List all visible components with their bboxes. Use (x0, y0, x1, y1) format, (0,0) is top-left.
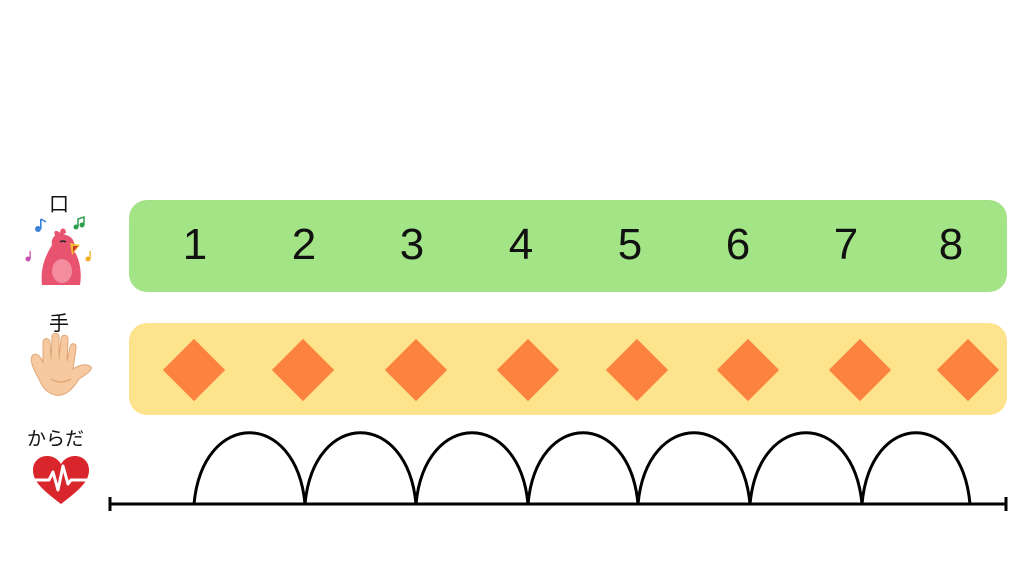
singing-bird-icon (25, 215, 91, 285)
count-number: 5 (617, 220, 643, 269)
count-number: 7 (833, 220, 859, 269)
body-row-label: からだ (27, 428, 85, 450)
count-number: 1 (182, 220, 208, 269)
beat-arc (192, 431, 307, 505)
count-number: 6 (725, 220, 751, 269)
heartbeat-heart-icon (33, 456, 89, 504)
music-note-icon (25, 215, 91, 262)
count-number: 4 (508, 220, 534, 269)
beat-arc (414, 431, 530, 505)
count-number: 2 (291, 220, 317, 269)
hand-row-label: 手 (49, 311, 69, 335)
beat-arc (860, 431, 972, 505)
beat-arc (526, 431, 640, 505)
beat-arc (748, 431, 864, 505)
beat-arc (303, 431, 418, 505)
open-hand-icon (30, 333, 92, 396)
count-number: 3 (399, 220, 425, 269)
mouth-row-label: 口 (49, 192, 69, 216)
mouth-count-band (129, 200, 1007, 292)
count-number: 8 (938, 220, 964, 269)
beat-arc (636, 431, 752, 505)
